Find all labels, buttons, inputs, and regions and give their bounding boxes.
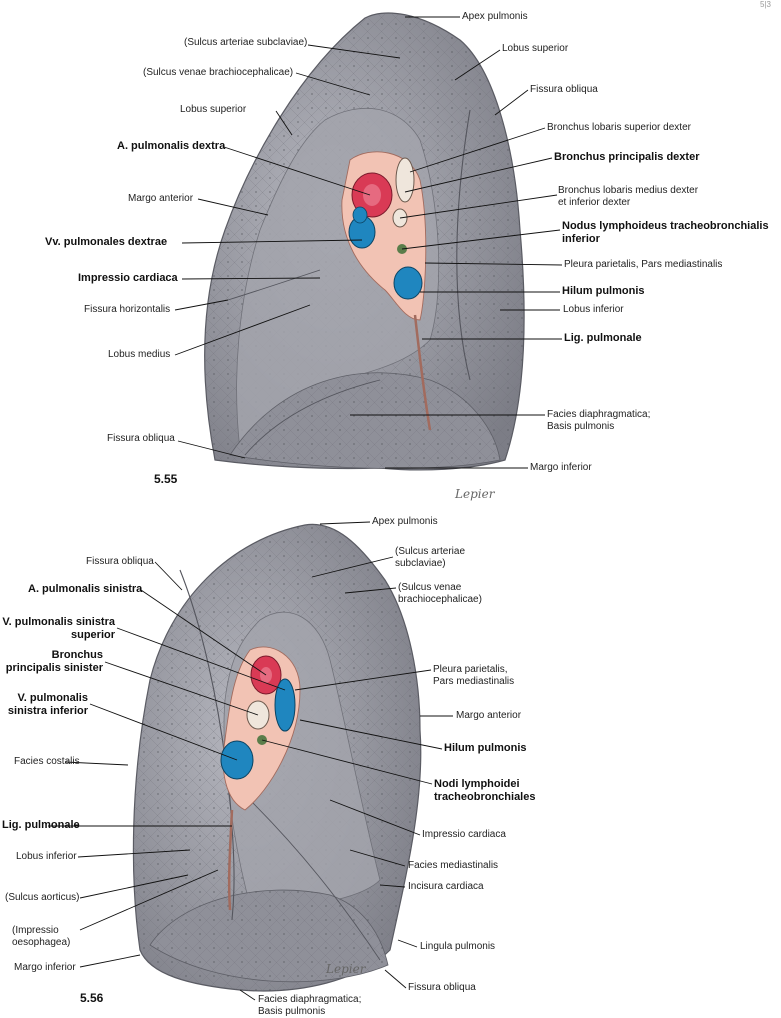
label-sulcus-venae-brachiocephalicae-2: (Sulcus venae brachiocephalicae) (398, 582, 482, 605)
label-fissura-obliqua-top-2: Fissura obliqua (86, 556, 154, 567)
label-lig-pulmonale-2: Lig. pulmonale (2, 819, 80, 831)
label-hilum-pulmonis-1: Hilum pulmonis (562, 285, 645, 297)
label-nodus-lymphoideus: Nodus lymphoideus tracheobronchialis inf… (562, 220, 769, 245)
label-margo-anterior-1: Margo anterior (128, 193, 194, 204)
label-v-pulmonalis-sinistra-inferior: V. pulmonalis sinistra inferior (7, 692, 88, 717)
label-impressio-cardiaca-2: Impressio cardiaca (422, 829, 506, 840)
label-sulcus-venae-brachiocephalicae-1: (Sulcus venae brachiocephalicae) (143, 67, 294, 78)
label-bronchus-principalis-sinister: Bronchus principalis sinister (5, 649, 103, 674)
label-fissura-horizontalis: Fissura horizontalis (84, 304, 171, 315)
label-impressio-cardiaca-1: Impressio cardiaca (78, 272, 178, 284)
label-facies-diaphragmatica-1: Facies diaphragmatica; Basis pulmonis (547, 409, 651, 432)
label-sulcus-aorticus: (Sulcus aorticus) (5, 892, 80, 903)
label-fissura-obliqua-top-1: Fissura obliqua (530, 84, 598, 95)
label-vv-pulmonales-dextrae: Vv. pulmonales dextrae (45, 236, 168, 248)
label-v-pulmonalis-sinistra-superior: V. pulmonalis sinistra superior (2, 616, 115, 641)
label-sulcus-arteriae-subclaviae-2: (Sulcus arteriae subclaviae) (395, 546, 466, 569)
label-nodi-lymphoidei: Nodi lymphoidei tracheobronchiales (434, 778, 536, 803)
label-lig-pulmonale-1: Lig. pulmonale (564, 332, 642, 344)
label-apex-pulmonis-2: Apex pulmonis (372, 516, 438, 527)
figure-number-5-55: 5.55 (154, 472, 178, 486)
label-incisura-cardiaca: Incisura cardiaca (408, 881, 484, 892)
label-margo-inferior-1: Margo inferior (530, 462, 592, 473)
label-lobus-superior-right-1: Lobus superior (502, 43, 569, 54)
label-margo-anterior-2: Margo anterior (456, 710, 522, 721)
label-facies-mediastinalis: Facies mediastinalis (408, 860, 499, 871)
label-lingula-pulmonis: Lingula pulmonis (420, 941, 496, 952)
label-sulcus-arteriae-subclaviae-1: (Sulcus arteriae subclaviae) (184, 37, 308, 48)
label-fissura-obliqua-bottom-1: Fissura obliqua (107, 433, 175, 444)
label-a-pulmonalis-sinistra: A. pulmonalis sinistra (28, 583, 143, 595)
label-margo-inferior-2: Margo inferior (14, 962, 76, 973)
right-pulmonary-vein-lower (393, 266, 423, 300)
artist-signature-2: Lepier (326, 962, 366, 976)
label-bronchus-principalis-dexter: Bronchus principalis dexter (554, 151, 700, 163)
label-lobus-medius: Lobus medius (108, 349, 171, 360)
corner-mark: 5|3 (760, 0, 771, 9)
figure-number-5-56: 5.56 (80, 991, 104, 1005)
label-bronchus-lobaris-superior-dexter: Bronchus lobaris superior dexter (547, 122, 691, 133)
label-pleura-parietalis-2: Pleura parietalis, Pars mediastinalis (433, 664, 515, 687)
label-facies-costalis: Facies costalis (14, 756, 80, 767)
label-impressio-oesophagea: (Impressio oesophagea) (12, 925, 71, 948)
label-lobus-inferior-1: Lobus inferior (563, 304, 624, 315)
left-lung-illustration (132, 523, 422, 992)
label-bronchus-lobaris-medius: Bronchus lobaris medius dexter et inferi… (558, 185, 699, 208)
label-lobus-inferior-2: Lobus inferior (16, 851, 77, 862)
left-pulmonary-vein-superior (274, 678, 296, 732)
label-fissura-obliqua-bottom-2: Fissura obliqua (408, 982, 476, 993)
label-facies-diaphragmatica-2: Facies diaphragmatica; Basis pulmonis (258, 994, 362, 1017)
label-hilum-pulmonis-2: Hilum pulmonis (444, 742, 527, 754)
artist-signature-1: Lepier (455, 487, 495, 501)
label-pleura-parietalis-1: Pleura parietalis, Pars mediastinalis (564, 259, 723, 270)
label-a-pulmonalis-dextra: A. pulmonalis dextra (117, 140, 226, 152)
label-apex-pulmonis-1: Apex pulmonis (462, 11, 528, 22)
label-lobus-superior-left-1: Lobus superior (180, 104, 247, 115)
